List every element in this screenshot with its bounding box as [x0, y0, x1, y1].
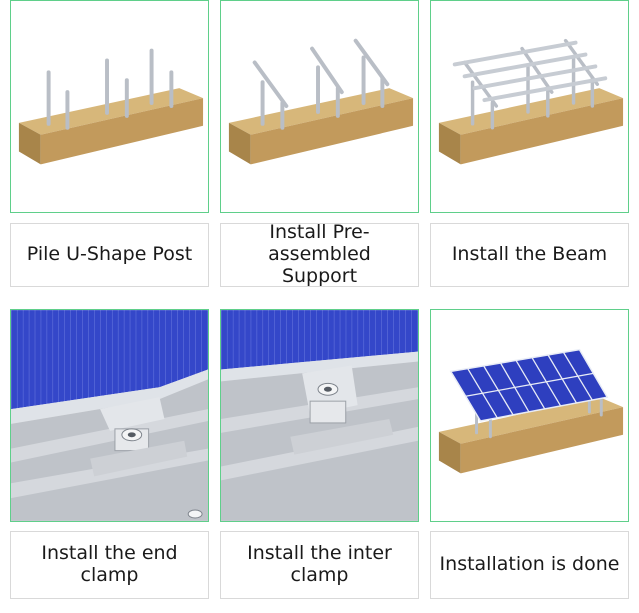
step-6-image: [430, 309, 629, 522]
step-6-caption-text: Installation is done: [439, 553, 620, 576]
step-1-caption-text: Pile U-Shape Post: [26, 243, 193, 266]
inter-clamp-closeup-illustration: [221, 310, 418, 521]
step-4-caption-text: Install the end clamp: [41, 542, 178, 586]
step-2-caption-text: Install Pre-assembled Support: [268, 221, 371, 287]
step-3-caption-text: Install the Beam: [451, 243, 608, 266]
step-6-caption: Installation is done: [430, 531, 629, 599]
step-2-image: [220, 0, 419, 213]
step-5-image: [220, 309, 419, 522]
ground-with-posts-illustration: [18, 48, 204, 165]
step-1-caption: Pile U-Shape Post: [10, 223, 209, 287]
step-3-caption: Install the Beam: [430, 223, 629, 287]
step-5-caption-text: Install the inter clamp: [247, 542, 392, 586]
step-3-image: [430, 0, 629, 213]
ground-with-beam-frame-illustration: [438, 38, 624, 165]
step-1-image: [10, 0, 209, 213]
step-4-caption: Install the end clamp: [10, 531, 209, 599]
step-5-caption: Install the inter clamp: [220, 531, 419, 599]
ground-with-inclined-supports-illustration: [228, 38, 414, 165]
step-4-image: [10, 309, 209, 522]
end-clamp-closeup-illustration: [11, 310, 208, 521]
completed-solar-array-illustration: [438, 348, 624, 474]
step-2-caption: Install Pre-assembled Support: [220, 221, 419, 287]
